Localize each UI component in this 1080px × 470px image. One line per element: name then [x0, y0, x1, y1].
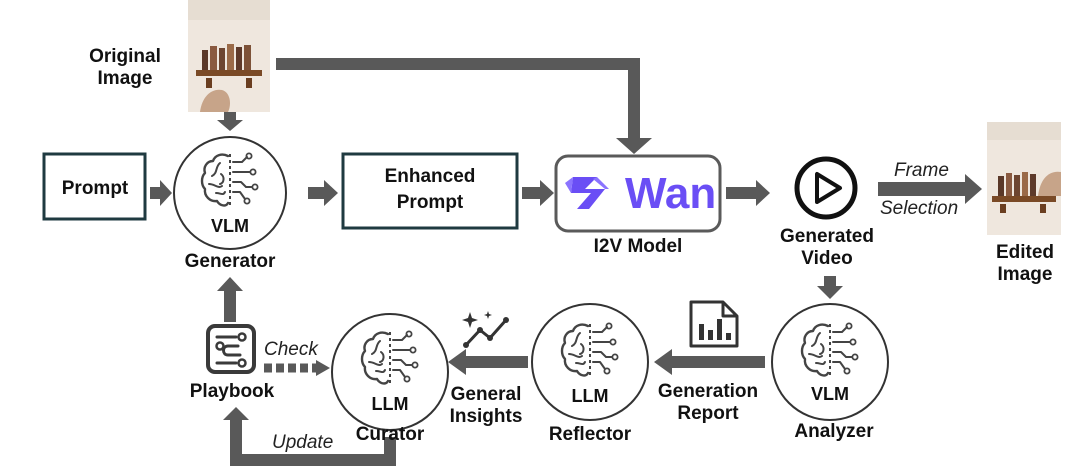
arrow-analyzer-to-reflector — [654, 349, 765, 375]
frame-selection-line1: Frame — [894, 160, 949, 181]
i2v-model-caption: I2V Model — [593, 236, 683, 257]
arrow-reflector-to-curator — [448, 349, 528, 375]
update-label: Update — [272, 432, 334, 453]
arrow-playbook-to-generator — [217, 277, 243, 322]
arrow-generator-to-enhanced — [308, 180, 338, 206]
enhanced-prompt-box — [341, 152, 519, 230]
generator-node: VLM — [173, 136, 287, 250]
enhanced-prompt-line2: Prompt — [397, 192, 464, 213]
frame-selection-line2: Selection — [880, 198, 959, 219]
analyzer-model-label: VLM — [811, 384, 849, 404]
generator-model-label: VLM — [211, 216, 249, 236]
arrow-update-to-playbook — [223, 407, 396, 466]
arrow-wan-to-video — [726, 180, 770, 206]
reflector-role-label: Reflector — [548, 424, 632, 445]
analyzer-node: VLM — [771, 303, 889, 421]
wan-logo-icon — [565, 177, 609, 209]
arrow-image-to-generator — [217, 112, 243, 131]
sparkle-trend-icon — [462, 311, 509, 348]
check-label: Check — [264, 339, 318, 360]
generated-video-label: Generated Video — [780, 226, 874, 269]
arrows — [150, 58, 982, 466]
playbook-label: Playbook — [189, 381, 275, 402]
general-insights-label: General Insights — [449, 384, 523, 427]
generator-role-label: Generator — [184, 251, 276, 272]
edited-image-photo — [987, 122, 1061, 235]
playbook-workflow-icon — [206, 324, 256, 374]
wan-model-box: Wan — [554, 154, 722, 233]
play-icon — [794, 156, 858, 220]
generation-report-label: Generation Report — [657, 381, 759, 424]
arrow-image-to-wan — [276, 58, 652, 154]
arrow-prompt-to-generator — [150, 180, 172, 206]
enhanced-prompt-line1: Enhanced — [385, 166, 476, 187]
curator-role-label: Curator — [355, 424, 425, 445]
curator-model-label: LLM — [372, 394, 409, 414]
curator-node: LLM — [331, 313, 449, 431]
reflector-node: LLM — [531, 303, 649, 421]
edited-image-label: Edited Image — [995, 242, 1055, 285]
original-image-photo — [188, 0, 270, 112]
arrow-enhanced-to-wan — [522, 180, 554, 206]
original-image-label: Original Image — [89, 46, 161, 89]
report-chart-icon — [689, 300, 739, 348]
arrow-frame-selection — [878, 174, 982, 204]
analyzer-role-label: Analyzer — [794, 421, 874, 442]
check-dashed-arrow — [264, 360, 330, 376]
wan-logo-text: Wan — [625, 169, 716, 218]
reflector-model-label: LLM — [572, 386, 609, 406]
prompt-label: Prompt — [62, 178, 129, 199]
prompt-box — [42, 152, 147, 221]
arrow-video-to-analyzer — [817, 276, 843, 299]
